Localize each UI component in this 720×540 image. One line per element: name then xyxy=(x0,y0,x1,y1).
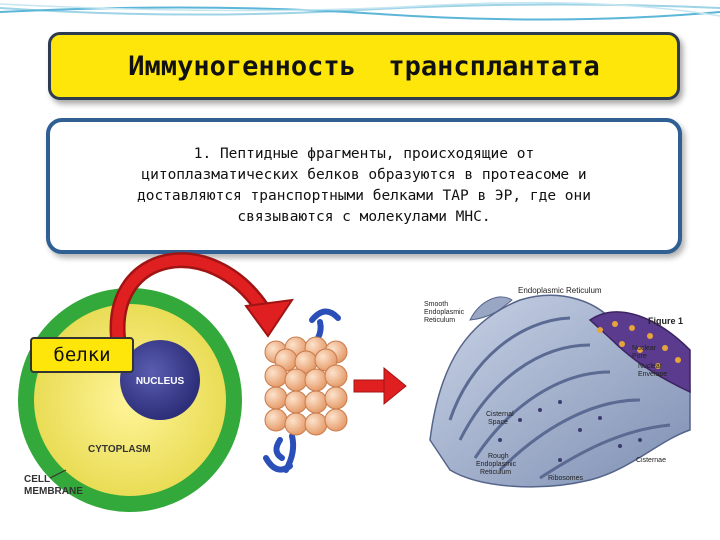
er-rough-label-3: Reticulum xyxy=(480,469,511,476)
proteasome-icon xyxy=(264,336,348,436)
description-text: 1. Пептидные фрагменты, происходящие от … xyxy=(137,146,591,225)
er-cisternae-label: Cisternae xyxy=(636,457,666,464)
er-header-label: Endoplasmic Reticulum xyxy=(518,286,602,295)
membrane-label-1: CELL xyxy=(24,474,50,485)
er-rough-label-2: Endoplasmic xyxy=(476,461,517,468)
nucleus xyxy=(120,340,200,420)
description-box: 1. Пептидные фрагменты, происходящие от … xyxy=(46,118,682,254)
membrane-label-2: MEMBRANE xyxy=(24,486,83,497)
er-cisternal-label-1: Cisternal xyxy=(486,411,514,418)
curved-arrow-icon xyxy=(109,252,295,346)
er-envelope-label-2: Envelope xyxy=(638,371,667,378)
title-box: Иммуногенность трансплантата xyxy=(48,32,680,100)
er-cisternal-label-2: Space xyxy=(488,419,508,426)
er-diagram: Endoplasmic Reticulum Figure 1 Smooth En… xyxy=(424,286,691,488)
protein-ribbon-icon xyxy=(263,308,341,473)
er-ribosomes-label: Ribosomes xyxy=(548,475,584,482)
er-smooth-label-1: Smooth xyxy=(424,301,448,308)
er-pore-label-1: Nuclear xyxy=(632,345,657,352)
proteins-label: белки xyxy=(53,344,111,366)
proteins-label-box: белки xyxy=(30,337,134,373)
nucleus-label: NUCLEUS xyxy=(136,376,185,387)
er-rough-label-1: Rough xyxy=(488,453,509,460)
er-pore-label-2: Pore xyxy=(632,353,647,360)
er-envelope-label-1: Nuclear xyxy=(638,363,663,370)
er-figure-label: Figure 1 xyxy=(648,316,683,326)
er-smooth-label-3: Reticulum xyxy=(424,317,455,324)
top-decoration xyxy=(0,1,720,21)
right-arrow-icon xyxy=(353,366,407,406)
cell-diagram: NUCLEUS CYTOPLASM CELL MEMBRANE xyxy=(18,288,242,512)
slide-title: Иммуногенность трансплантата xyxy=(128,50,600,82)
er-smooth-label-2: Endoplasmic xyxy=(424,309,465,316)
cytoplasm-label: CYTOPLASM xyxy=(88,444,151,455)
